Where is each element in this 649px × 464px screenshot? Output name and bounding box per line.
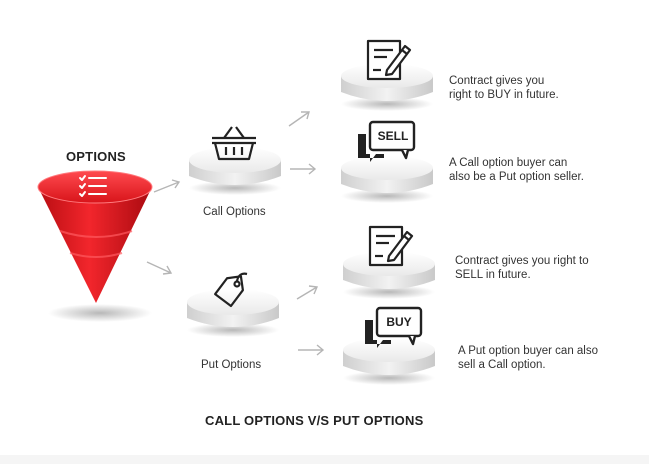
arrow-put-to-contract xyxy=(296,285,319,300)
checklist-icon xyxy=(79,175,107,197)
call-contract-pedestal xyxy=(341,64,433,111)
arrow-call-to-sell xyxy=(290,163,317,175)
call-sell-pedestal xyxy=(341,156,433,203)
put-contract-pedestal xyxy=(343,252,435,299)
speech-bubble-icon xyxy=(358,120,416,162)
call-contract-description: Contract gives you right to BUY in futur… xyxy=(449,75,559,101)
put-buy-description: A Put option buyer can also sell a Call … xyxy=(458,345,599,371)
speech-bubble-icon xyxy=(365,306,423,348)
options-funnel xyxy=(37,170,153,322)
price-tag-icon xyxy=(214,272,248,308)
bottom-strip xyxy=(0,455,649,464)
funnel-label: OPTIONS xyxy=(66,149,126,164)
contract-pen-icon xyxy=(366,39,412,81)
diagram-title: CALL OPTIONS V/S PUT OPTIONS xyxy=(205,413,424,428)
basket-icon xyxy=(212,126,256,161)
arrow-put-to-buy xyxy=(298,344,325,356)
call-options-label: Call Options xyxy=(203,206,266,218)
put-options-label: Put Options xyxy=(201,359,262,371)
put-contract-description: Contract gives you right to SELL in futu… xyxy=(455,255,589,281)
arrow-call-to-contract xyxy=(288,111,310,127)
call-sell-description: A Call option buyer can also be a Put op… xyxy=(449,157,584,183)
buy-bubble-text: BUY xyxy=(386,315,412,329)
arrow-funnel-to-call xyxy=(153,179,181,193)
arrow-funnel-to-put xyxy=(146,261,173,275)
contract-pen-icon xyxy=(368,225,414,267)
sell-bubble-text: SELL xyxy=(377,129,409,143)
